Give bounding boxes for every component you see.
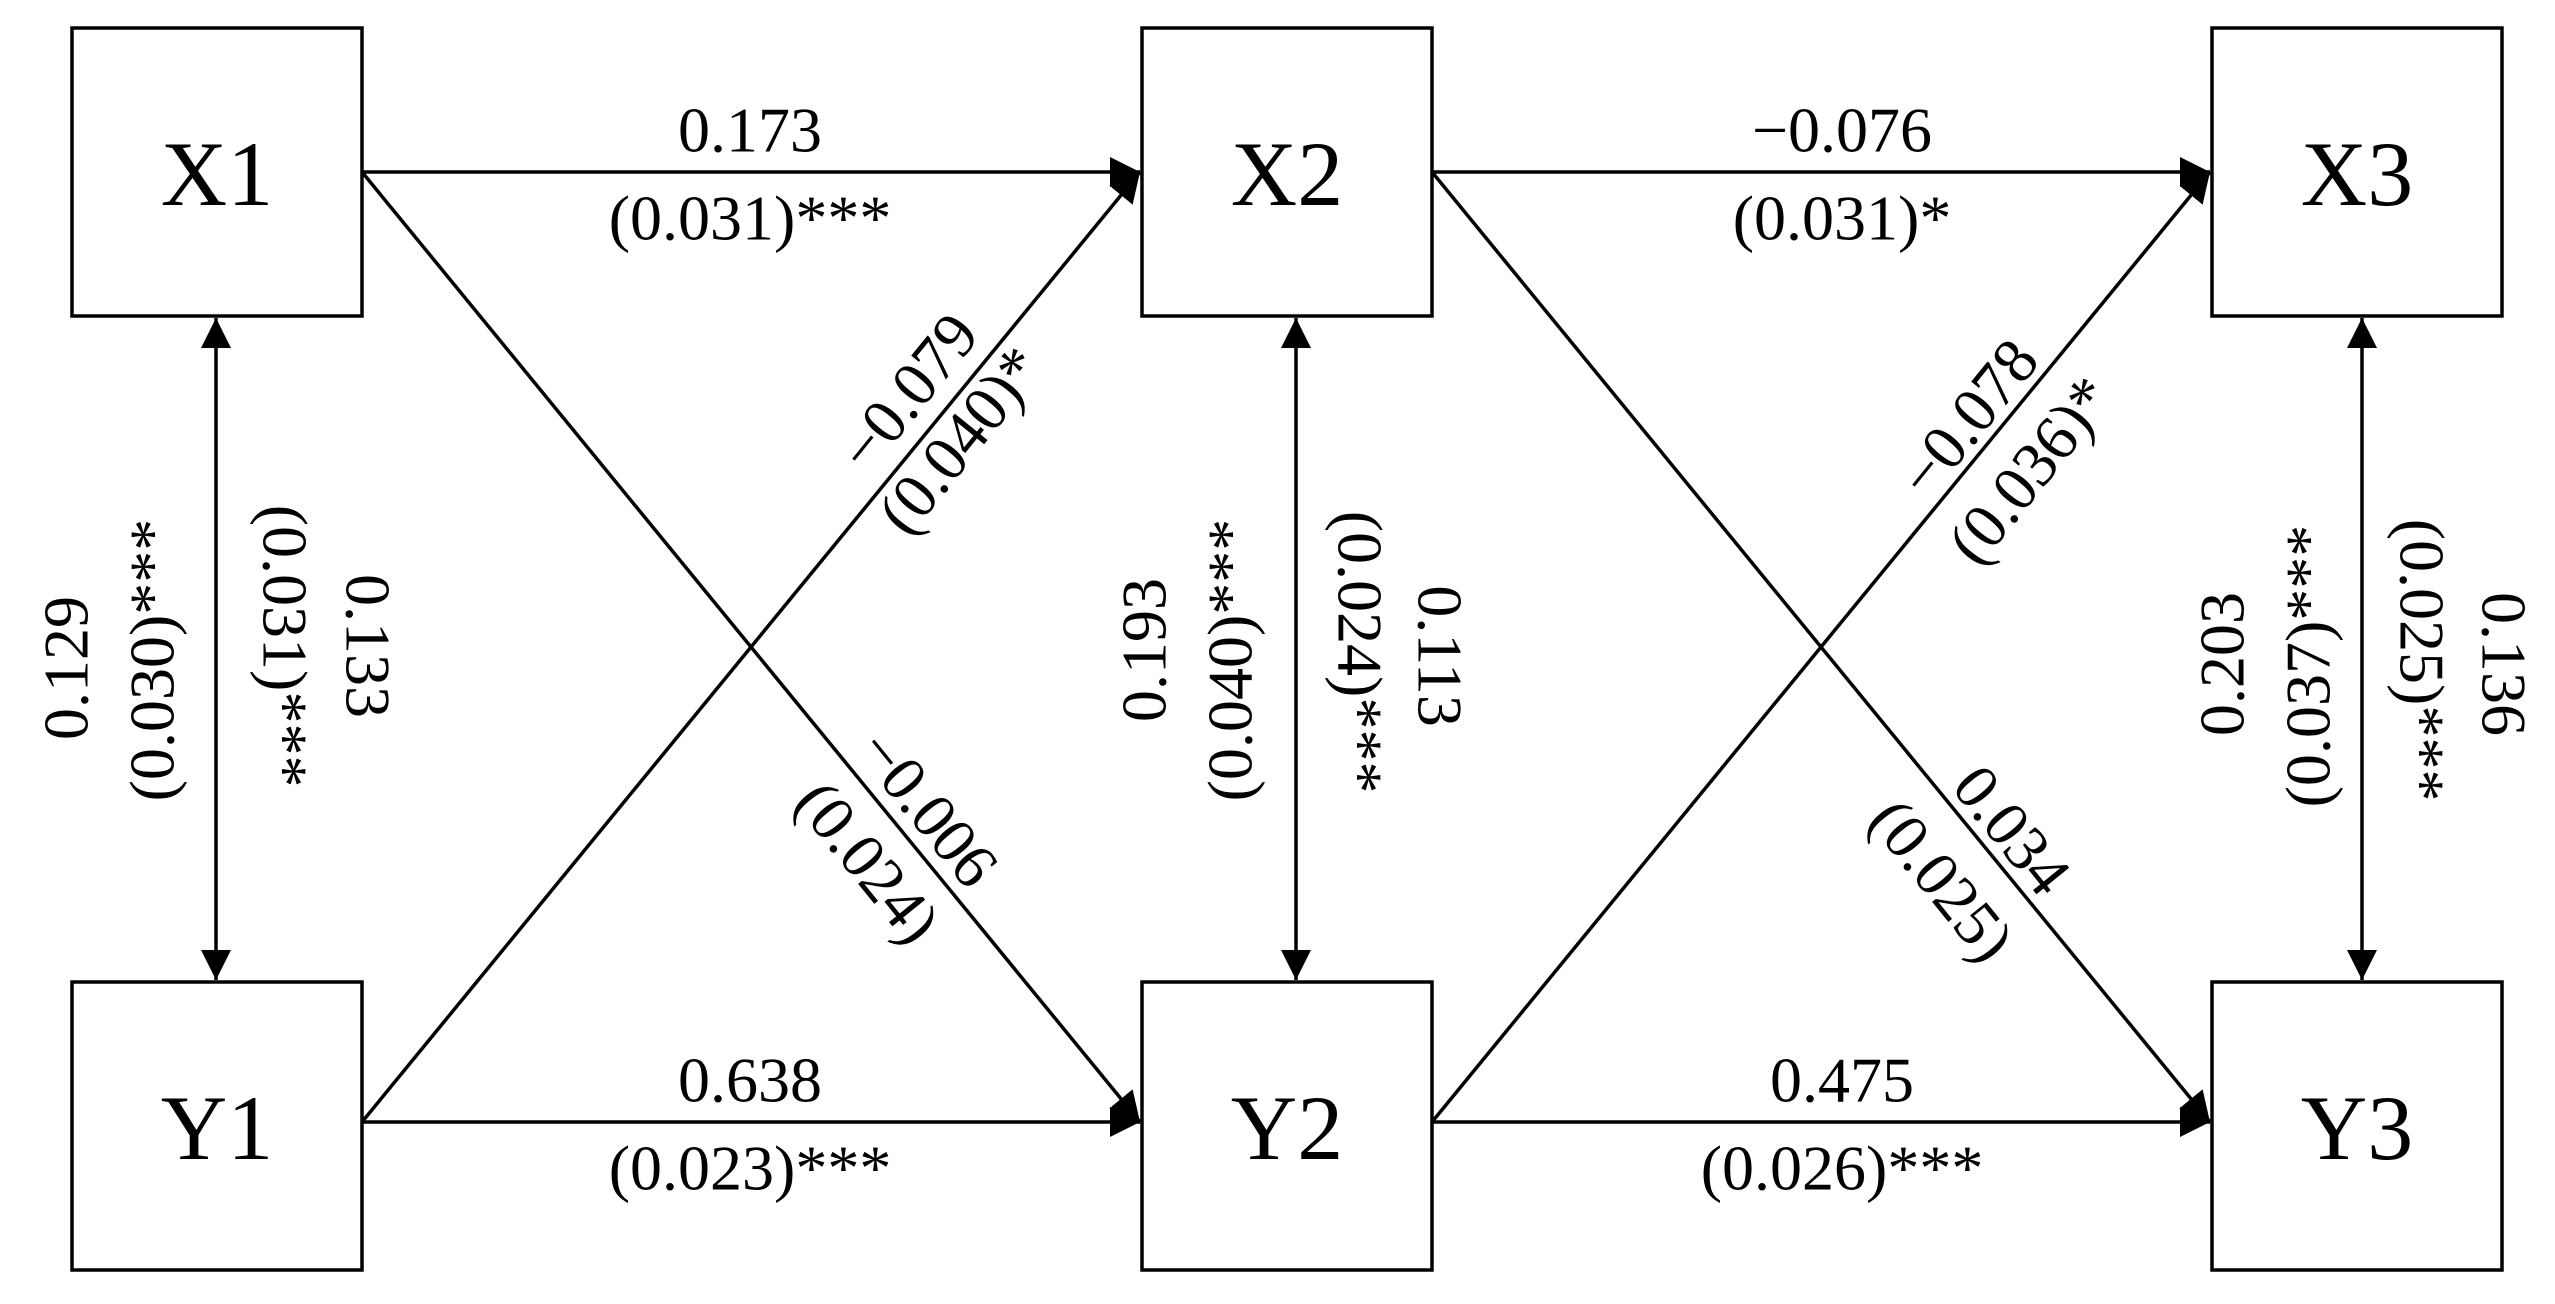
covariance-t2-left-se: (0.040)*** bbox=[1195, 519, 1266, 802]
node-y1-label: Y1 bbox=[161, 1077, 273, 1179]
covariance-t3-right-se: (0.025)*** bbox=[2387, 519, 2458, 802]
node-x3-label: X3 bbox=[2301, 123, 2413, 225]
x1-x2-estimate: 0.173 bbox=[678, 95, 822, 166]
y1-y2-se: (0.023)*** bbox=[609, 1133, 892, 1204]
covariance-t1-right-se: (0.031)*** bbox=[250, 505, 321, 788]
node-x2: X2 bbox=[1140, 26, 1434, 318]
x1-x2-se: (0.031)*** bbox=[609, 183, 892, 254]
covariance-t3-left-estimate: 0.203 bbox=[2187, 592, 2258, 736]
covariance-t2-left-estimate: 0.193 bbox=[1109, 578, 1180, 722]
path-y2-x3 bbox=[1430, 170, 2212, 1124]
node-x2-label: X2 bbox=[1231, 123, 1343, 225]
x2-x3-se: (0.031)* bbox=[1733, 183, 1952, 254]
covariance-t1-left-se: (0.030)*** bbox=[117, 519, 188, 802]
node-x3: X3 bbox=[2210, 26, 2504, 318]
covariance-t1-right-estimate: 0.133 bbox=[333, 574, 404, 718]
y2-y3-se: (0.026)*** bbox=[1701, 1133, 1984, 1204]
y2-y3-estimate: 0.475 bbox=[1770, 1045, 1914, 1116]
node-y3-label: Y3 bbox=[2301, 1077, 2413, 1179]
covariance-t3-left-se: (0.037)*** bbox=[2273, 525, 2344, 808]
node-x1-label: X1 bbox=[161, 123, 273, 225]
covariance-t1-left-estimate: 0.129 bbox=[31, 596, 102, 740]
y1-y2-estimate: 0.638 bbox=[678, 1045, 822, 1116]
x2-x3-estimate: −0.076 bbox=[1752, 95, 1932, 166]
path-y1-x2 bbox=[360, 170, 1142, 1124]
covariance-t3-right-estimate: 0.136 bbox=[2469, 592, 2540, 736]
node-x1: X1 bbox=[70, 26, 364, 318]
covariance-t2-right-estimate: 0.113 bbox=[1405, 585, 1476, 727]
node-y3: Y3 bbox=[2210, 980, 2504, 1272]
node-y2-label: Y2 bbox=[1231, 1077, 1343, 1179]
node-y1: Y1 bbox=[70, 980, 364, 1272]
node-y2: Y2 bbox=[1140, 980, 1434, 1272]
covariance-t2-right-se: (0.024)*** bbox=[1325, 511, 1396, 794]
